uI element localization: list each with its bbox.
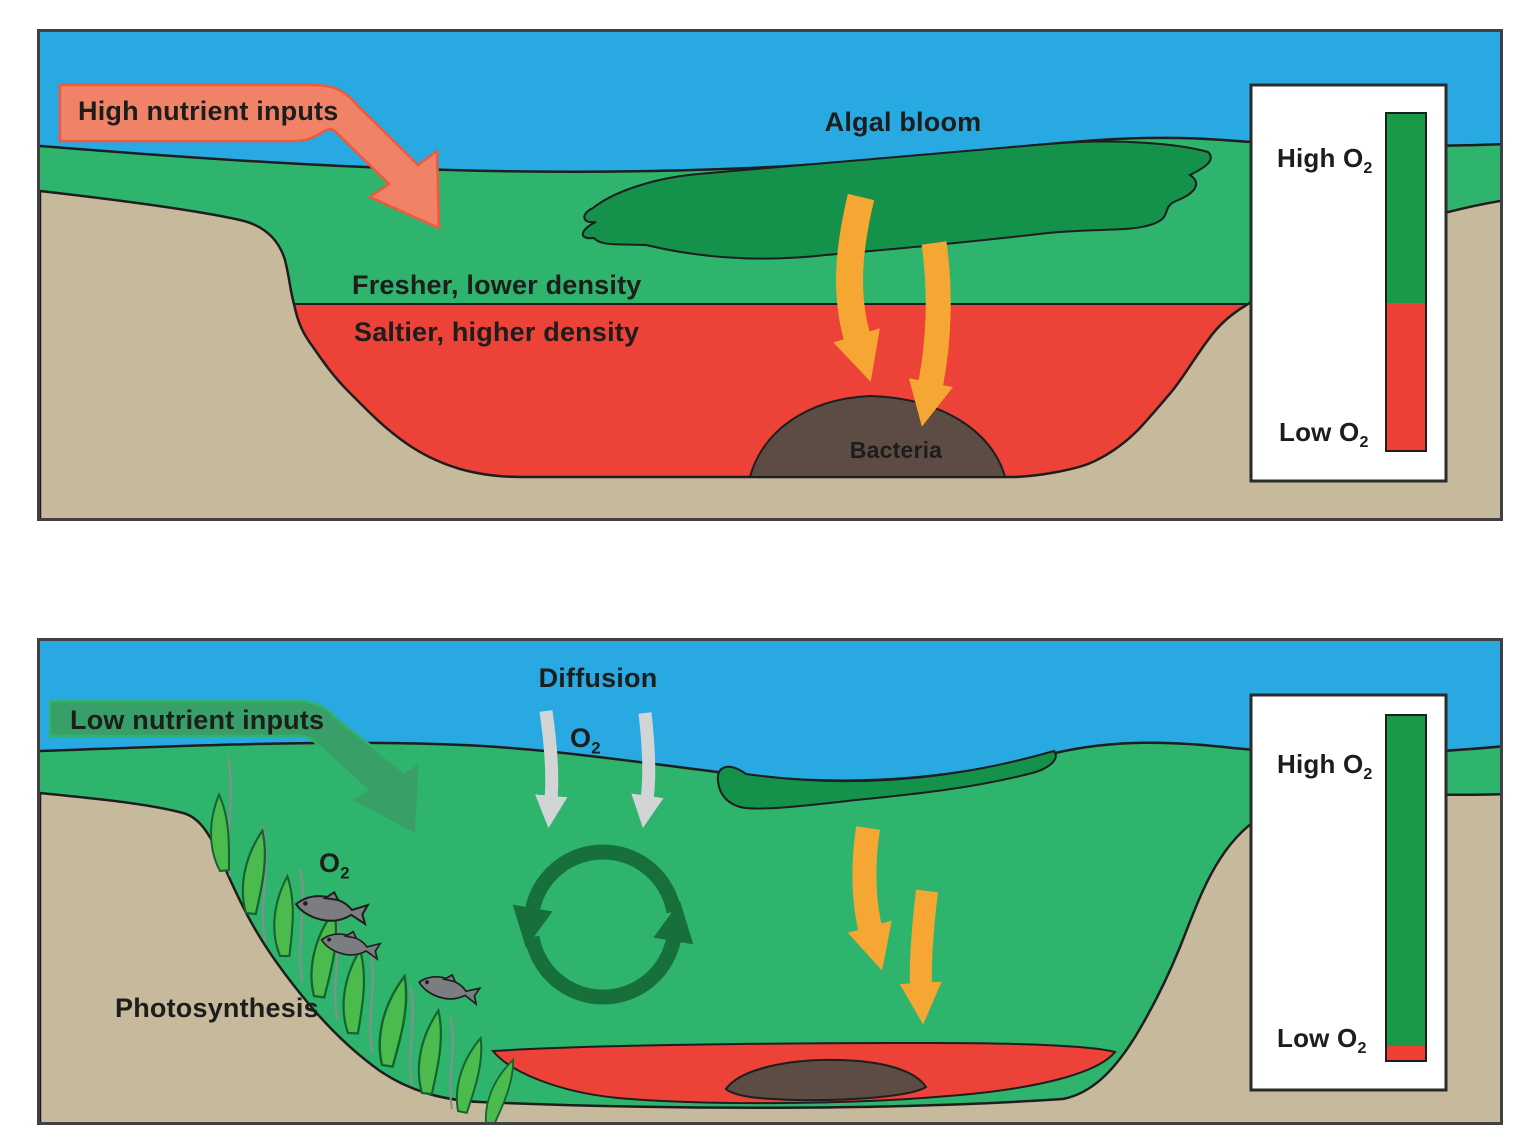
high-oxygen-bar xyxy=(1386,113,1426,303)
plant-blade xyxy=(455,1035,483,1115)
plant-blade xyxy=(210,792,231,873)
algal-bloom-shape xyxy=(582,140,1212,260)
low-nutrient-panel: Low nutrient inputs Diffusion O2 O2 Phot… xyxy=(37,638,1503,1125)
plant-strand xyxy=(409,986,414,1086)
high-nutrient-scene xyxy=(40,32,1500,518)
salt-layer-label: Saltier, higher density xyxy=(354,317,640,347)
fish-icon xyxy=(294,890,370,927)
small-algal-patch xyxy=(716,749,1057,810)
bacteria-label: Bacteria xyxy=(849,437,943,463)
sinking-arrow xyxy=(899,889,942,1025)
plant-strand xyxy=(369,948,374,1054)
diffusion-label: Diffusion xyxy=(538,663,658,693)
diffusion-arrow xyxy=(631,712,664,828)
legend-high-o2-label: High O2 xyxy=(1277,143,1373,178)
high-nutrient-panel: High nutrient inputs Algal bloom Fresher… xyxy=(37,29,1503,521)
oxygen-legend xyxy=(1249,83,1448,483)
plant-blade xyxy=(484,1057,515,1122)
diffusion-arrow xyxy=(535,710,568,829)
plant-blade xyxy=(273,873,294,958)
aquatic-plants xyxy=(227,757,454,1110)
low-oxygen-bar xyxy=(1386,303,1426,451)
mixing-cycle-icon xyxy=(512,844,694,1005)
high-nutrient-arrow xyxy=(58,83,441,230)
plant-strand xyxy=(299,868,304,982)
oxygen-scale-bar-outline xyxy=(1385,112,1427,452)
oxygen-scale-bar-outline xyxy=(1385,714,1427,1062)
low-nutrient-label: Low nutrient inputs xyxy=(70,705,325,735)
fresh-layer-label: Fresher, lower density xyxy=(352,270,642,300)
fish-icon xyxy=(320,930,382,961)
plant-strand xyxy=(334,910,339,1020)
small-bacteria-patch xyxy=(724,1058,928,1102)
plant-strand xyxy=(262,825,267,942)
low-oxygen-bar xyxy=(1386,1046,1426,1061)
legend-low-o2-label: Low O2 xyxy=(1279,417,1369,452)
plant-blade xyxy=(417,1007,442,1096)
o2-fish-label: O2 xyxy=(319,848,350,883)
legend-high-o2-label: High O2 xyxy=(1277,749,1373,784)
cycle-arrow-top xyxy=(512,844,682,948)
sinking-arrow xyxy=(847,826,892,971)
o2-diffusion-label: O2 xyxy=(570,723,601,758)
plant-strand xyxy=(449,1016,454,1110)
oxygen-legend xyxy=(1249,693,1448,1092)
high-oxygen-bar xyxy=(1386,715,1426,1046)
high-nutrient-label: High nutrient inputs xyxy=(78,96,339,126)
legend-low-o2-label: Low O2 xyxy=(1277,1023,1367,1058)
plant-blade xyxy=(241,827,266,916)
oxygenated-water xyxy=(40,742,1500,1122)
low-nutrient-scene xyxy=(40,641,1500,1122)
algal-bloom-label: Algal bloom xyxy=(824,107,982,137)
aquatic-plant-blades xyxy=(210,792,515,1122)
sinking-arrow xyxy=(833,193,880,382)
plant-blade xyxy=(378,973,408,1069)
sinking-arrow xyxy=(908,241,953,427)
fish-icon xyxy=(418,973,482,1007)
low-nutrient-arrow xyxy=(48,699,422,838)
photosynthesis-label: Photosynthesis xyxy=(115,993,319,1023)
cycle-arrow-bottom xyxy=(524,901,694,1005)
fish-school xyxy=(294,890,482,1007)
